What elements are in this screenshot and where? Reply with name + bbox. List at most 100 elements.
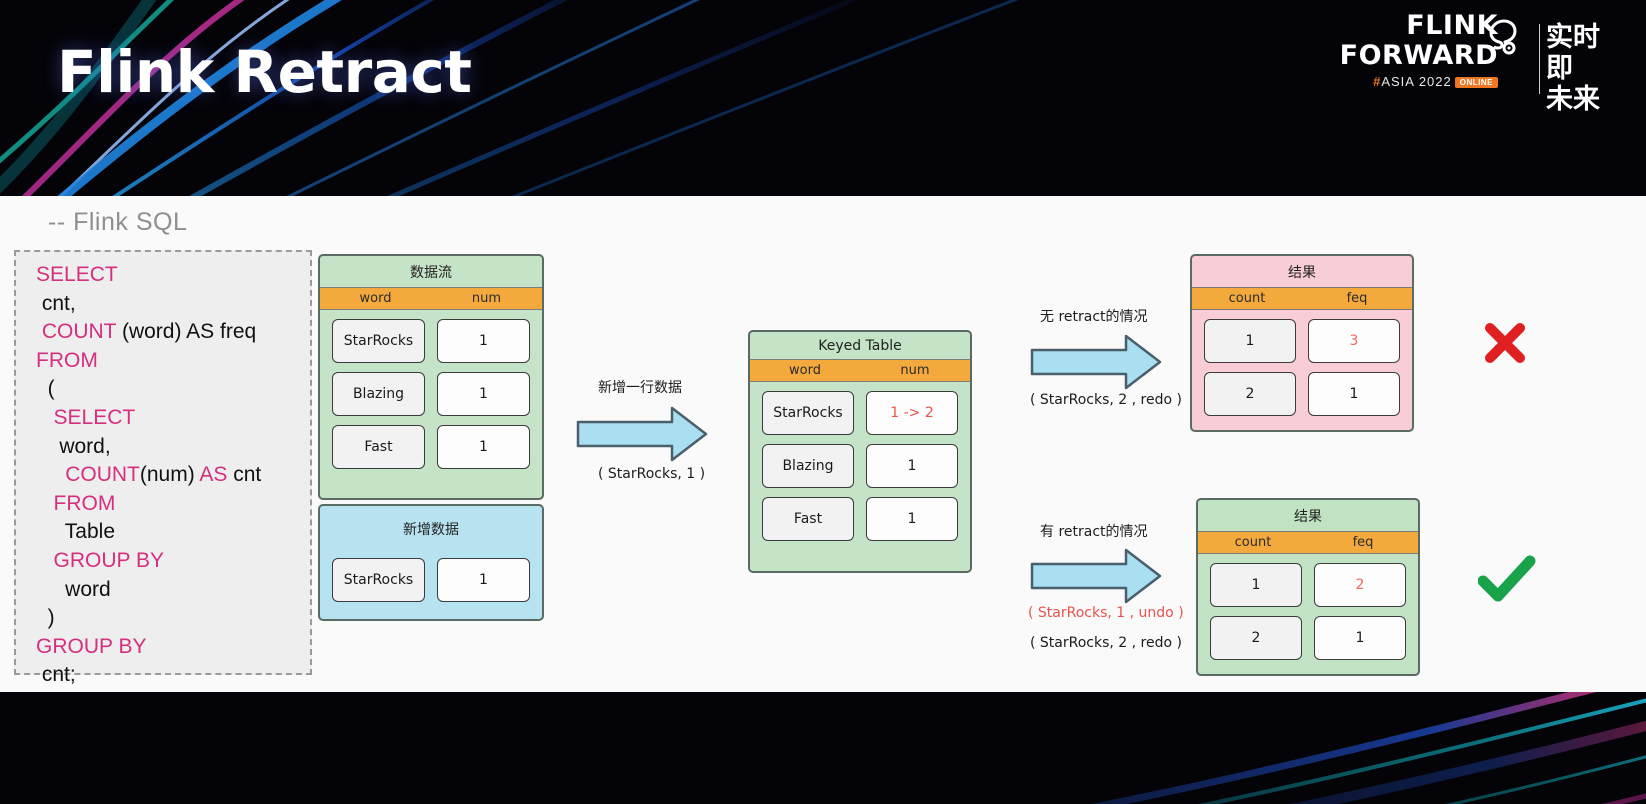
sql-keyword: FROM: [53, 491, 116, 515]
hash-icon: #: [1373, 74, 1382, 89]
online-badge: ONLINE: [1454, 77, 1498, 88]
arrow-no-retract-icon: [1030, 332, 1162, 397]
result-correct-header-row: count feq: [1198, 531, 1418, 554]
table-row: StarRocks 1: [320, 544, 542, 602]
logo-cn-line1: 实时即: [1546, 22, 1600, 85]
arrow-middle-icon: [576, 404, 708, 469]
sql-code-line: word: [36, 576, 302, 605]
result-wrong-panel: 结果 count feq 1 3 2 1: [1190, 254, 1414, 432]
sql-keyword: SELECT: [53, 405, 136, 429]
sql-keyword: GROUP BY: [53, 548, 164, 572]
sql-text: ): [36, 606, 55, 630]
logo-cn-line2: 未来: [1546, 84, 1600, 116]
new-data-title: 新增数据: [403, 522, 459, 538]
sql-code-line: COUNT(num) AS cnt: [36, 461, 302, 490]
flink-sql-comment-label: -- Flink SQL: [48, 208, 188, 236]
cell-count: 1: [1204, 319, 1296, 363]
sql-text: [36, 492, 54, 515]
sql-code-line: SELECT: [36, 261, 302, 290]
column-header-word: word: [359, 291, 392, 306]
cell-num-updated: 1 -> 2: [866, 391, 958, 435]
keyed-table-panel: Keyed Table word num StarRocks 1 -> 2 Bl…: [748, 330, 972, 573]
sql-code-line: (: [36, 375, 302, 404]
sql-text: (: [36, 377, 55, 401]
sql-text: (num): [139, 463, 200, 487]
column-header-feq: feq: [1352, 535, 1374, 550]
sql-code-line: cnt;: [36, 661, 302, 690]
sql-text: (word) AS freq: [116, 320, 257, 344]
table-row: 1 2: [1198, 554, 1418, 607]
sql-text: word,: [36, 434, 111, 458]
sql-keyword: COUNT: [65, 463, 140, 487]
sql-code-line: COUNT (word) AS freq: [36, 318, 302, 347]
result-wrong-header-row: count feq: [1192, 287, 1412, 310]
cell-word: Blazing: [762, 444, 854, 488]
logo-line-flink: FLINK: [1406, 10, 1498, 41]
table-row: 2 1: [1198, 607, 1418, 660]
keyed-table-header-row: word num: [750, 359, 970, 382]
sql-keyword: GROUP BY: [36, 634, 147, 658]
sql-text: Table: [36, 520, 115, 544]
arrow-middle-label: 新增一行数据: [598, 380, 682, 396]
cell-num: 1: [437, 425, 530, 469]
arrow-with-retract-label: 有 retract的情况: [1040, 524, 1148, 540]
table-row: Fast 1: [320, 416, 542, 469]
arrow-with-retract-icon: [1030, 546, 1162, 611]
sql-keyword: FROM: [36, 348, 98, 372]
column-header-num: num: [471, 291, 502, 306]
sql-text: [36, 406, 54, 429]
cell-word: Blazing: [332, 372, 425, 416]
sql-code-line: cnt,: [36, 290, 302, 319]
sql-text: [36, 463, 65, 486]
new-data-panel: 新增数据 StarRocks 1: [318, 504, 544, 621]
table-row: 1 3: [1192, 310, 1412, 363]
sql-code-line: Table: [36, 518, 302, 547]
result-correct-panel: 结果 count feq 1 2 2 1: [1196, 498, 1420, 676]
column-header-word: word: [789, 363, 821, 378]
cell-num: 1: [437, 558, 530, 602]
arrow-middle-sublabel: ( StarRocks, 1 ): [598, 466, 706, 482]
data-stream-header-row: word num: [320, 287, 542, 310]
table-row: Blazing 1: [750, 435, 970, 488]
slide-content: -- Flink SQL SELECT cnt, COUNT (word) AS…: [0, 196, 1646, 692]
logo-event-name: ASIA 2022: [1381, 74, 1452, 89]
sql-code-line: ): [36, 604, 302, 633]
sql-keyword: SELECT: [36, 263, 118, 286]
cell-count: 1: [1210, 563, 1302, 607]
cell-count: 2: [1204, 372, 1296, 416]
column-header-num: num: [900, 363, 930, 378]
cell-num: 1: [437, 372, 530, 416]
cell-word: Fast: [332, 425, 425, 469]
sql-text: cnt,: [36, 291, 76, 315]
arrow-no-retract-label: 无 retract的情况: [1040, 309, 1148, 325]
squirrel-icon: [1478, 17, 1524, 63]
cell-word: StarRocks: [332, 558, 425, 602]
logo-line-forward: FORWARD: [1339, 40, 1498, 71]
page-title: Flink Retract: [57, 38, 472, 106]
table-row: 2 1: [1192, 363, 1412, 416]
cell-feq: 1: [1308, 372, 1400, 416]
header-background-artwork: [0, 0, 1646, 196]
sql-text: word: [36, 577, 111, 601]
sql-code-line: GROUP BY: [36, 633, 302, 662]
data-stream-title: 数据流: [410, 265, 452, 281]
cell-word: StarRocks: [332, 319, 425, 363]
table-row: StarRocks 1 -> 2: [750, 382, 970, 435]
table-row: Blazing 1: [320, 363, 542, 416]
column-header-feq: feq: [1346, 291, 1368, 306]
logo-chinese-slogan: 实时即 未来: [1546, 22, 1612, 115]
table-row: StarRocks 1: [320, 310, 542, 363]
cell-feq-highlight: 3: [1308, 319, 1400, 363]
sql-code-line: SELECT: [36, 404, 302, 433]
arrow-with-retract-sublabel-undo: ( StarRocks, 1 , undo ): [1028, 605, 1184, 621]
sql-code-line: GROUP BY: [36, 547, 302, 576]
column-header-count: count: [1234, 535, 1272, 550]
slide-footer: [0, 692, 1646, 804]
cell-feq-highlight: 2: [1314, 563, 1406, 607]
sql-text: cnt: [227, 463, 262, 487]
